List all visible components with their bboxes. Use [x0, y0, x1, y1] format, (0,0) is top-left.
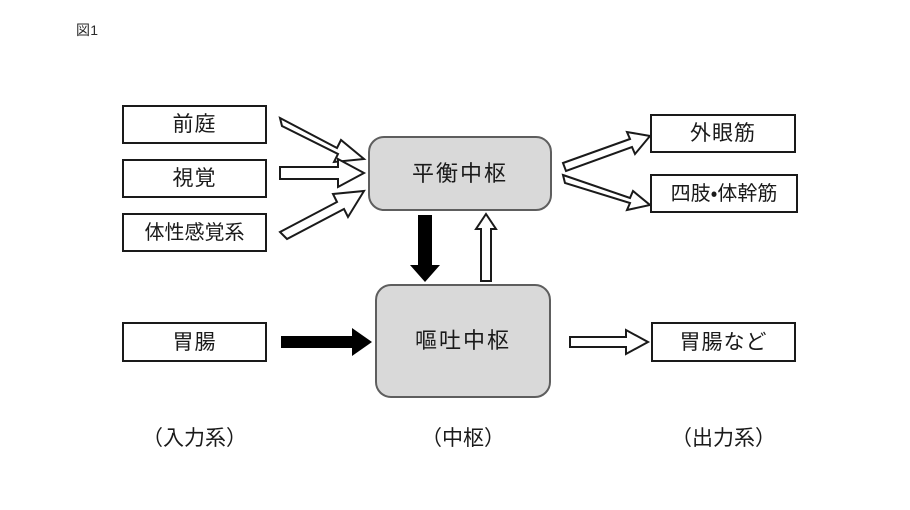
node-extraocular-muscle-label: 外眼筋	[690, 122, 756, 145]
node-limb-trunk-muscle[interactable]: 四肢・体幹筋	[650, 174, 798, 213]
node-somatosensory[interactable]: 体性感覚系	[122, 213, 267, 252]
arrow-equilibrium-to-limb-trunk	[561, 173, 653, 212]
node-gastro[interactable]: 胃腸	[122, 322, 267, 362]
node-gastro-label: 胃腸	[172, 330, 217, 354]
arrow-equilibrium-to-extraocular	[561, 130, 652, 173]
node-equilibrium-center[interactable]: 平衡中枢	[368, 136, 552, 211]
node-vision[interactable]: 視覚	[122, 159, 267, 198]
caption-center-system: （中枢）	[421, 427, 505, 450]
caption-output-system: （出力系）	[671, 427, 776, 450]
node-vomiting-center-label: 嘔吐中枢	[414, 328, 511, 353]
arrow-vomiting-to-equilibrium	[474, 212, 498, 282]
figure-label: 図1	[76, 22, 99, 38]
node-somatosensory-label: 体性感覚系	[144, 221, 245, 244]
node-extraocular-muscle[interactable]: 外眼筋	[650, 114, 796, 153]
node-vestibular[interactable]: 前庭	[122, 105, 267, 144]
node-vestibular-label: 前庭	[172, 113, 217, 136]
node-gastro-etc-label: 胃腸など	[679, 330, 768, 354]
arrow-gastro-to-vomiting	[281, 328, 372, 356]
node-limb-trunk-muscle-label: 四肢・体幹筋	[670, 182, 778, 205]
arrow-equilibrium-to-vomiting	[410, 215, 440, 282]
node-equilibrium-center-label: 平衡中枢	[411, 160, 508, 186]
arrow-vestibular-to-equilibrium	[278, 116, 367, 164]
arrow-vomiting-to-gastro-etc	[569, 328, 651, 356]
caption-input-system: （入力系）	[142, 427, 247, 450]
node-vision-label: 視覚	[172, 167, 217, 190]
node-vomiting-center[interactable]: 嘔吐中枢	[375, 284, 551, 398]
node-gastro-etc[interactable]: 胃腸など	[651, 322, 796, 362]
arrow-somatosensory-to-equilibrium	[278, 189, 366, 241]
arrow-vision-to-equilibrium	[279, 157, 367, 189]
